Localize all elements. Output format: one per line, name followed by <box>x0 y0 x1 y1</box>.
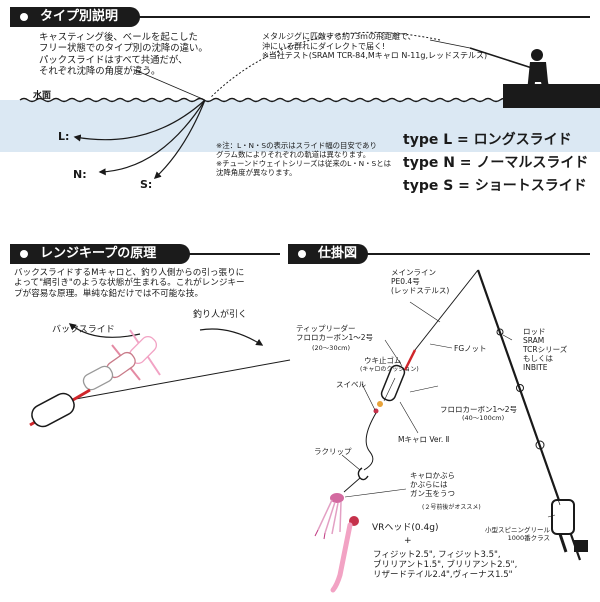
metal-jig-note: メタルジグに匹敵する約73mの飛距離で、 沖にいる群れにダイレクトで届く! ※当… <box>262 32 488 61</box>
range-keep-text: バックスライドするMキャロと、釣り人側からの引っ張りに よって"綱引き"のような… <box>14 268 245 299</box>
tippet-label: ティップリーダー フロロカーボン1〜2号 <box>296 324 374 342</box>
header-type-explanation-label: タイプ別説明 <box>40 9 119 24</box>
main-line <box>414 269 479 351</box>
header-rig-label: 仕掛図 <box>318 246 358 261</box>
caro-sinker <box>29 388 91 428</box>
reel-line <box>477 269 561 506</box>
header-rig: 仕掛図 <box>288 244 368 264</box>
label-s: S: <box>140 178 153 191</box>
intro-pointer <box>134 69 206 101</box>
type-s: type S = ショートスライド <box>403 178 587 194</box>
fluoro-leader <box>363 412 377 471</box>
angler-pull-label: 釣り人が引く <box>193 310 248 320</box>
type-l: type L = ロングスライド <box>403 132 572 148</box>
header-range-keep: レンジキープの原理 <box>10 244 190 264</box>
ghost-caro-3 <box>82 365 114 391</box>
lure-line <box>343 477 361 493</box>
header-rule-3 <box>288 253 590 255</box>
pointer-lines <box>341 301 556 518</box>
main-line-label: メインライン PE0.4号 (レッドステルス) <box>391 268 450 295</box>
water-area <box>0 100 600 152</box>
pier <box>503 84 600 108</box>
mcaro-label: Mキャロ Ver. Ⅱ <box>398 435 450 444</box>
caro-kabura <box>314 493 344 540</box>
pull-arrow <box>199 328 264 346</box>
type-n: type N = ノーマルスライド <box>403 155 589 171</box>
back-slide-arrow <box>68 323 141 338</box>
tippet-leader <box>403 349 417 371</box>
header-dot <box>20 13 28 21</box>
header-dot <box>20 250 28 258</box>
trajectory-l <box>73 99 206 142</box>
vr-head-label: VRヘッド(0.4g) <box>372 523 439 533</box>
header-rule-1 <box>10 16 590 18</box>
fg-knot-label: FGノット <box>454 344 487 353</box>
label-n: N: <box>73 168 87 181</box>
back-slide-label: バックスライド <box>52 325 115 335</box>
label-l: L: <box>58 130 70 143</box>
plus-sign: + <box>404 536 412 546</box>
rakuclip-label: ラクリップ <box>314 447 352 456</box>
rod-guides <box>496 328 545 450</box>
caro-kabura-note: (２号前後がオススメ) <box>422 504 481 511</box>
header-type-explanation: タイプ別説明 <box>10 7 140 27</box>
fluoro-label: フロロカーボン1〜2号 <box>440 405 518 414</box>
pull-line <box>69 359 291 401</box>
rig-caro <box>380 364 406 402</box>
swivel <box>373 408 379 414</box>
stopper-bead <box>377 401 383 407</box>
rod-label: ロッド SRAM TCRシリーズ もしくは INBITE <box>523 327 568 372</box>
header-range-keep-label: レンジキープの原理 <box>40 246 157 261</box>
angler-silhouette <box>429 39 552 100</box>
lns-note: ※注：L・N・Sの表示はスライド幅の目安であり グラム数によりそれぞれの軌道は異… <box>216 141 391 177</box>
trajectory-s <box>153 99 206 179</box>
header-dot <box>298 250 306 258</box>
stopper-label: ウキ止ゴム <box>364 356 402 365</box>
reel <box>551 499 588 553</box>
fluoro-length: (40〜100cm) <box>462 414 505 422</box>
swivel-label: スイベル <box>336 380 366 389</box>
caro-kabura-label: キャロかぶら かぶらには ガン玉をうつ <box>410 471 455 498</box>
reel-label: 小型スピニングリール 1000番クラス <box>485 526 550 542</box>
tippet-length: (20〜30cm) <box>312 344 351 352</box>
intro-text: キャスティング後、ベールを起こした フリー状態でのタイプ別の沈降の違い。 パック… <box>39 32 208 77</box>
trajectory-n <box>98 99 206 176</box>
worm-list: フィジット2.5", フィジット3.5", ブリリアント1.5", ブリリアント… <box>373 550 518 581</box>
water-surface-label: 水面 <box>33 91 52 101</box>
vr-head-worm <box>330 516 359 593</box>
stopper-sub: (キャロのクッション) <box>360 366 419 373</box>
cast-trajectory <box>209 31 441 99</box>
water-surface-wave <box>19 97 509 103</box>
